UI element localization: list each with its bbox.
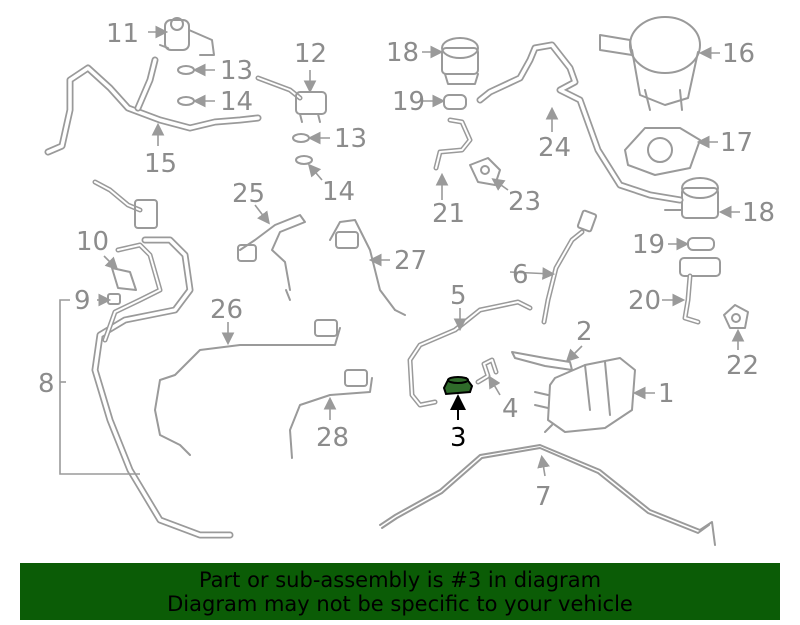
part-20-pipe bbox=[679, 257, 721, 325]
callout-19b: 19 bbox=[632, 230, 665, 260]
callout-17: 17 bbox=[720, 128, 753, 158]
callout-15: 15 bbox=[144, 149, 177, 179]
part-15-hose bbox=[44, 56, 262, 156]
part-5-pipe bbox=[407, 299, 533, 408]
callout-labels: 11 13 14 15 12 13 14 10 9 8 25 26 27 28 … bbox=[38, 19, 775, 512]
part-26-sensor-wire bbox=[154, 319, 341, 456]
callout-5: 5 bbox=[450, 281, 467, 311]
part-13-washer-a bbox=[177, 65, 195, 75]
callout-10: 10 bbox=[76, 227, 109, 257]
callout-4: 4 bbox=[502, 394, 519, 424]
leader-lines bbox=[59, 25, 745, 477]
part-1-canister bbox=[534, 357, 636, 433]
part-7-line bbox=[379, 444, 716, 546]
part-11-housing bbox=[159, 17, 215, 56]
part-23-gasket bbox=[469, 157, 501, 186]
info-banner: Part or sub-assembly is #3 in diagram Di… bbox=[20, 563, 780, 620]
callout-11: 11 bbox=[106, 19, 139, 49]
part-21-bracket bbox=[433, 117, 473, 171]
part-6-tube bbox=[541, 209, 598, 325]
callout-14b: 14 bbox=[322, 177, 355, 207]
part-8-pipe-assembly bbox=[91, 179, 234, 539]
callout-20: 20 bbox=[628, 286, 661, 316]
callout-7: 7 bbox=[535, 482, 552, 512]
callout-19a: 19 bbox=[392, 87, 425, 117]
callout-18a: 18 bbox=[386, 38, 419, 68]
part-2-bracket bbox=[511, 351, 573, 371]
callout-18b: 18 bbox=[742, 198, 775, 228]
part-12-valve bbox=[255, 75, 327, 123]
part-13-washer-b bbox=[292, 133, 310, 143]
parts-diagram: 11 13 14 15 12 13 14 10 9 8 25 26 27 28 … bbox=[38, 16, 775, 546]
callout-9: 9 bbox=[74, 286, 91, 316]
part-14-washer-a bbox=[177, 96, 195, 106]
callout-25: 25 bbox=[232, 179, 265, 209]
part-24-hose bbox=[476, 41, 684, 204]
part-4-clamp bbox=[475, 357, 499, 385]
callout-12: 12 bbox=[294, 39, 327, 69]
part-16-air-pump bbox=[599, 16, 701, 111]
callout-24: 24 bbox=[538, 133, 571, 163]
callout-28: 28 bbox=[316, 423, 349, 453]
part-18-valve-a bbox=[441, 37, 479, 85]
callout-14a: 14 bbox=[220, 87, 253, 117]
callout-22: 22 bbox=[726, 351, 759, 381]
part-10-sensor bbox=[111, 267, 137, 291]
callout-8: 8 bbox=[38, 369, 55, 399]
part-9-clip bbox=[107, 293, 121, 305]
part-22-gasket bbox=[723, 304, 749, 329]
callout-13b: 13 bbox=[334, 124, 367, 154]
callout-23: 23 bbox=[508, 187, 541, 217]
callout-13a: 13 bbox=[220, 56, 253, 86]
banner-line-1: Part or sub-assembly is #3 in diagram bbox=[198, 567, 602, 592]
part-27-sensor-wire bbox=[329, 219, 406, 316]
banner-line-2: Diagram may not be specific to your vehi… bbox=[167, 591, 633, 616]
callout-16: 16 bbox=[722, 39, 755, 69]
part-28-sensor-wire bbox=[289, 369, 373, 459]
callout-27: 27 bbox=[394, 246, 427, 276]
part-25-sensor-wire bbox=[237, 214, 306, 301]
callout-2: 2 bbox=[576, 317, 593, 347]
callout-3-highlighted: 3 bbox=[450, 423, 467, 453]
part-3-cap-highlighted bbox=[442, 376, 474, 396]
part-14-washer-b bbox=[295, 155, 313, 165]
part-19-gasket-b bbox=[687, 237, 715, 251]
callout-6: 6 bbox=[512, 260, 529, 290]
callout-26: 26 bbox=[210, 295, 243, 325]
callout-21: 21 bbox=[432, 199, 465, 229]
part-19-gasket-a bbox=[443, 94, 467, 110]
part-17-gasket bbox=[624, 127, 701, 176]
callout-1: 1 bbox=[658, 379, 675, 409]
